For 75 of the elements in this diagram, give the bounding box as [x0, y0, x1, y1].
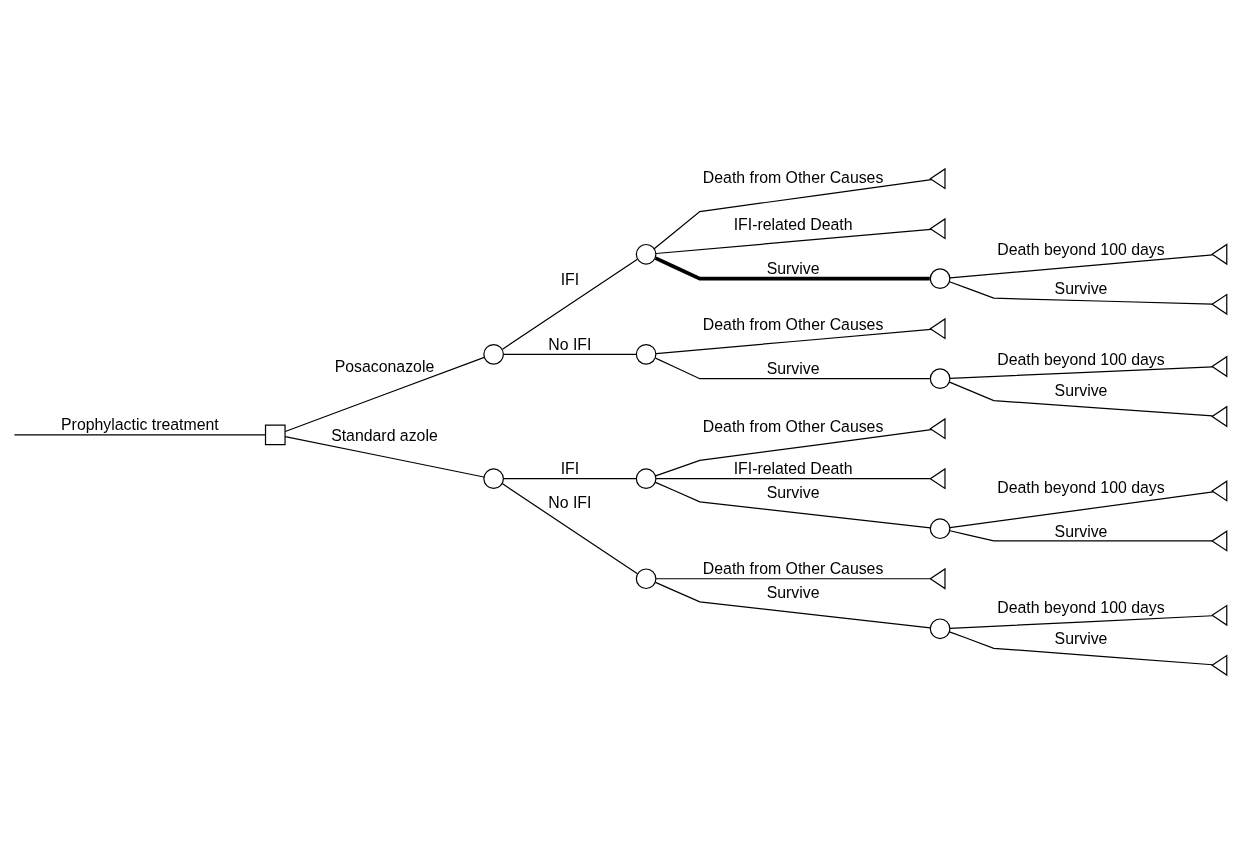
node-box: [264, 423, 286, 445]
edge-label: Death from Other Causes: [702, 168, 884, 186]
connector: [655, 477, 931, 479]
edge-label: Survive: [766, 259, 820, 277]
node-triangle: [1211, 292, 1228, 315]
node-circle: [635, 567, 657, 589]
edge-label: Prophylactic treatment: [61, 415, 219, 433]
node-circle: [635, 343, 657, 365]
edge-label: IFI: [560, 270, 580, 288]
edge-label: Death beyond 100 days: [997, 478, 1165, 496]
node-circle: [929, 517, 951, 539]
connector: [501, 258, 639, 350]
edge-label: Survive: [766, 483, 820, 501]
node-circle: [929, 617, 951, 639]
edge-label: No IFI: [548, 335, 592, 353]
edge-label: Standard azole: [331, 426, 438, 444]
edge-label: Survive: [766, 583, 820, 601]
edge-label: IFI: [560, 459, 580, 477]
edge-label: Death beyond 100 days: [997, 350, 1165, 368]
edge-label: Survive: [1054, 381, 1108, 399]
edge-label: Death from Other Causes: [702, 315, 884, 333]
node-triangle: [929, 167, 946, 190]
edge-label: Death from Other Causes: [702, 559, 884, 577]
node-circle: [483, 343, 504, 365]
node-triangle: [929, 567, 946, 590]
edge-label: Survive: [1054, 629, 1108, 647]
node-triangle: [1211, 603, 1228, 626]
edge-label: Survive: [1054, 279, 1108, 297]
node-circle: [483, 467, 504, 489]
connector: [503, 353, 637, 355]
edge-label: Survive: [766, 359, 820, 377]
connector: [654, 581, 931, 628]
connector: [284, 356, 485, 432]
connector: [655, 577, 931, 579]
node-circle: [635, 467, 657, 489]
edge-label: IFI-related Death: [733, 459, 853, 477]
connector: [948, 280, 1213, 305]
connector: [949, 529, 1213, 542]
node-triangle: [1211, 479, 1228, 502]
node-circle: [929, 367, 951, 389]
edge-label: Death from Other Causes: [702, 417, 884, 435]
connector: [503, 477, 637, 479]
edge-label: IFI-related Death: [733, 215, 853, 233]
connector: [949, 365, 1214, 379]
node-triangle: [929, 217, 946, 240]
connector: [948, 630, 1214, 665]
node-circle: [929, 267, 951, 289]
connector: [284, 435, 485, 478]
connector: [949, 614, 1214, 629]
connector: [501, 482, 639, 574]
edge-label: No IFI: [548, 493, 592, 511]
connector: [13, 433, 266, 435]
edge-label: Posaconazole: [334, 357, 435, 375]
edge-label: Death beyond 100 days: [997, 598, 1165, 616]
connector: [949, 490, 1214, 528]
node-triangle: [1211, 529, 1228, 552]
node-triangle: [929, 467, 946, 490]
node-triangle: [1211, 653, 1228, 676]
node-triangle: [1211, 405, 1228, 427]
node-triangle: [1211, 355, 1228, 377]
connector: [949, 253, 1214, 279]
node-triangle: [929, 417, 946, 440]
connector: [655, 328, 932, 354]
connector: [654, 481, 931, 528]
edge-label: Death beyond 100 days: [997, 240, 1165, 258]
node-circle: [635, 243, 657, 265]
connector: [654, 255, 930, 280]
node-triangle: [929, 317, 946, 340]
node-triangle: [1211, 242, 1228, 265]
connector: [654, 428, 933, 476]
connector: [948, 381, 1214, 417]
connector: [655, 228, 932, 254]
edge-label: Survive: [1054, 522, 1108, 540]
connector: [654, 357, 931, 379]
connector: [653, 178, 933, 249]
